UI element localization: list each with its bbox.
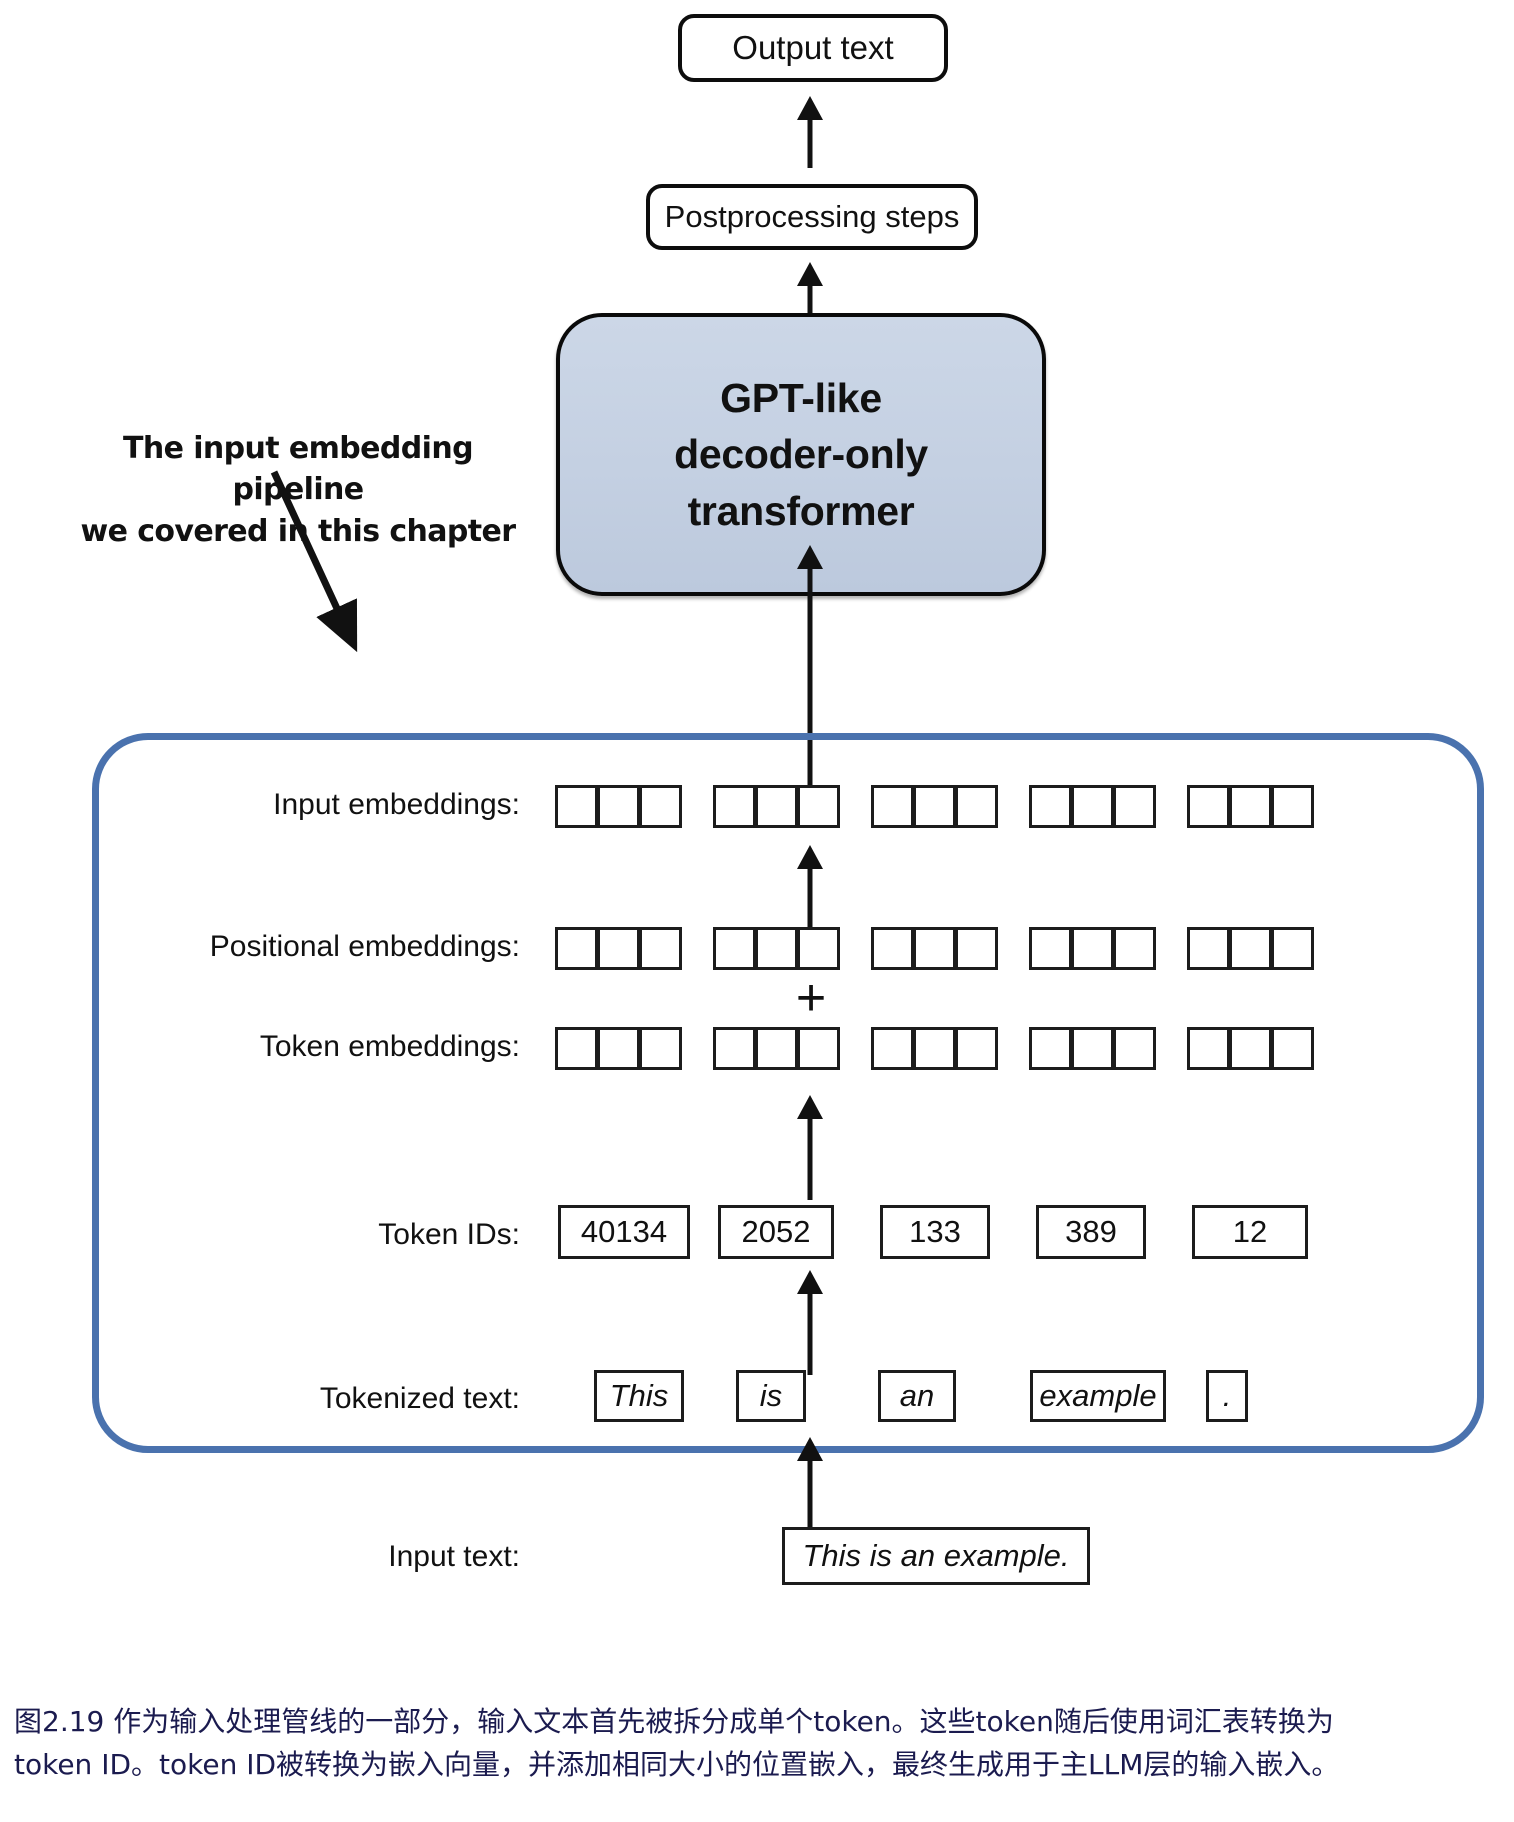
row-label-token-embeddings: Token embeddings:	[259, 1030, 520, 1063]
embedding-cell	[1271, 1027, 1314, 1070]
embedding-cell	[1229, 785, 1272, 828]
token-embeddings-group-5	[1187, 1027, 1314, 1070]
embedding-cell	[871, 1027, 914, 1070]
embedding-cell	[555, 927, 598, 970]
input-embeddings-group-5	[1187, 785, 1314, 828]
embedding-cell	[713, 1027, 756, 1070]
input-embeddings-group-1	[555, 785, 682, 828]
embedding-cell	[555, 785, 598, 828]
arrow-shaft	[807, 116, 813, 168]
embedding-cell	[871, 785, 914, 828]
token-id-box-5: 12	[1192, 1205, 1308, 1259]
embedding-cell	[1029, 1027, 1072, 1070]
embedding-cell	[913, 927, 956, 970]
embedding-cell	[955, 785, 998, 828]
row-label-input-embeddings: Input embeddings:	[273, 788, 520, 821]
token-id-box-4: 389	[1036, 1205, 1146, 1259]
embedding-cell	[597, 927, 640, 970]
input-embeddings-group-2	[713, 785, 840, 828]
input-text-box: This is an example.	[782, 1527, 1090, 1585]
caption-line-1: 图2.19 作为输入处理管线的一部分，输入文本首先被拆分成单个token。这些t…	[14, 1705, 1334, 1738]
embedding-cell	[1071, 1027, 1114, 1070]
tokenized-text-box-5: .	[1206, 1370, 1248, 1422]
token-id-box-1: 40134	[558, 1205, 690, 1259]
token-id-box-2: 2052	[718, 1205, 834, 1259]
embedding-cell	[1271, 927, 1314, 970]
token-embeddings-group-4	[1029, 1027, 1156, 1070]
plus-operator: +	[795, 969, 827, 1027]
embedding-cell	[639, 1027, 682, 1070]
tokenized-text-box-4: example	[1030, 1370, 1166, 1422]
embedding-cell	[1113, 927, 1156, 970]
row-label-input-text: Input text:	[388, 1540, 520, 1573]
caption-line-2: token ID。token ID被转换为嵌入向量，并添加相同大小的位置嵌入，最…	[14, 1748, 1340, 1782]
embedding-cell	[871, 927, 914, 970]
embedding-cell	[1071, 927, 1114, 970]
positional-embeddings-group-5	[1187, 927, 1314, 970]
arrow-shaft	[807, 865, 813, 940]
embedding-cell	[1187, 1027, 1230, 1070]
embedding-cell	[797, 927, 840, 970]
embedding-cell	[1071, 785, 1114, 828]
annotation-pointer-arrow-icon	[270, 470, 358, 653]
row-label-positional-embeddings: Positional embeddings:	[209, 930, 520, 963]
embedding-cell	[1187, 785, 1230, 828]
embedding-cell	[1271, 785, 1314, 828]
embedding-cell	[1113, 1027, 1156, 1070]
arrow-shaft	[807, 1290, 813, 1375]
input-embedding-pipeline-container	[92, 733, 1484, 1453]
embedding-cell	[555, 1027, 598, 1070]
embedding-cell	[639, 927, 682, 970]
transformer-label: GPT-like decoder-only transformer	[674, 374, 928, 534]
embedding-cell	[797, 1027, 840, 1070]
figure-caption: 图2.19 作为输入处理管线的一部分，输入文本首先被拆分成单个token。这些t…	[14, 1700, 1504, 1787]
positional-embeddings-group-1	[555, 927, 682, 970]
embedding-cell	[755, 1027, 798, 1070]
arrow-shaft	[807, 1115, 813, 1200]
token-embeddings-group-2	[713, 1027, 840, 1070]
positional-embeddings-group-3	[871, 927, 998, 970]
embedding-cell	[713, 927, 756, 970]
embedding-cell	[1187, 927, 1230, 970]
embedding-cell	[1229, 1027, 1272, 1070]
embedding-cell	[913, 1027, 956, 1070]
embedding-cell	[755, 785, 798, 828]
embedding-cell	[1113, 785, 1156, 828]
token-id-box-3: 133	[880, 1205, 990, 1259]
annotation-line-1: The input embedding pipeline	[123, 431, 474, 508]
token-embeddings-group-1	[555, 1027, 682, 1070]
positional-embeddings-group-4	[1029, 927, 1156, 970]
embedding-cell	[1029, 927, 1072, 970]
embedding-cell	[713, 785, 756, 828]
embedding-cell	[597, 785, 640, 828]
embedding-cell	[1229, 927, 1272, 970]
input-embeddings-group-4	[1029, 785, 1156, 828]
embedding-cell	[955, 1027, 998, 1070]
embedding-cell	[597, 1027, 640, 1070]
tokenized-text-box-2: is	[736, 1370, 806, 1422]
output-text-label: Output text	[732, 28, 894, 66]
embedding-cell	[797, 785, 840, 828]
arrow-shaft	[807, 1457, 813, 1532]
output-text-node: Output text	[678, 14, 948, 82]
arrow-shaft	[807, 282, 813, 316]
embedding-cell	[955, 927, 998, 970]
tokenized-text-box-3: an	[878, 1370, 956, 1422]
positional-embeddings-group-2	[713, 927, 840, 970]
input-embeddings-group-3	[871, 785, 998, 828]
row-label-token-ids: Token IDs:	[378, 1218, 520, 1251]
embedding-cell	[913, 785, 956, 828]
arrow-shaft	[807, 565, 813, 805]
embedding-cell	[755, 927, 798, 970]
postprocessing-node: Postprocessing steps	[646, 184, 978, 250]
postprocessing-label: Postprocessing steps	[664, 198, 960, 234]
row-label-tokenized-text: Tokenized text:	[319, 1382, 520, 1415]
embedding-cell	[1029, 785, 1072, 828]
embedding-cell	[639, 785, 682, 828]
tokenized-text-box-1: This	[594, 1370, 684, 1422]
token-embeddings-group-3	[871, 1027, 998, 1070]
